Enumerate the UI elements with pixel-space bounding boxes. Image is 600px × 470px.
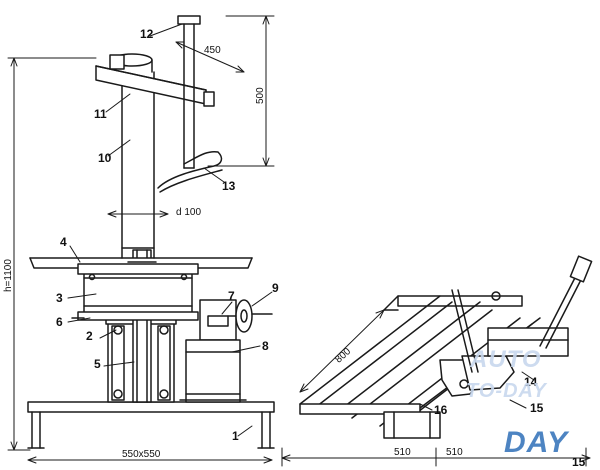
frame-attachment [299, 255, 593, 439]
vertical-pipe [121, 71, 155, 259]
callout-16: 16 [434, 403, 448, 417]
height-dimension-label: h=1100 [3, 259, 14, 292]
dimension-lines [7, 15, 275, 464]
callout-2: 2 [86, 329, 93, 343]
callout-5: 5 [94, 357, 101, 371]
auger [157, 15, 223, 193]
callout-8: 8 [262, 339, 269, 353]
callout-13: 13 [222, 179, 236, 193]
watermark-day: DAY [504, 426, 569, 459]
motor-assembly [179, 299, 247, 403]
callout-15-dimension: 15 [572, 455, 586, 469]
watermark-to-today: TO-DAY [466, 380, 547, 402]
round-table [29, 257, 253, 275]
leader-lines [67, 23, 273, 437]
right-dimension-lines [281, 309, 591, 467]
watermark-auto: AUTO [470, 346, 542, 373]
drum [71, 271, 199, 321]
callout-11: 11 [94, 107, 107, 121]
width-label-2: 510 [446, 447, 463, 458]
callout-6: 6 [56, 315, 63, 329]
diameter-label: d 100 [176, 207, 202, 218]
callout-14: 14 [524, 375, 538, 389]
width-label-1: 510 [394, 447, 411, 458]
arm-height-label: 500 [255, 87, 266, 104]
arm-length-label: 450 [204, 45, 221, 56]
callout-9: 9 [272, 281, 279, 295]
base-dimension-label: 550x550 [122, 449, 161, 460]
upper-arm [95, 53, 215, 107]
callout-7: 7 [228, 289, 235, 303]
callout-10: 10 [98, 151, 112, 165]
callout-15-attachment: 15 [530, 401, 544, 415]
callout-4: 4 [60, 235, 67, 249]
callout-1: 1 [232, 429, 239, 443]
callout-12: 12 [140, 27, 154, 41]
handwheel [227, 299, 273, 333]
callout-3: 3 [56, 291, 63, 305]
